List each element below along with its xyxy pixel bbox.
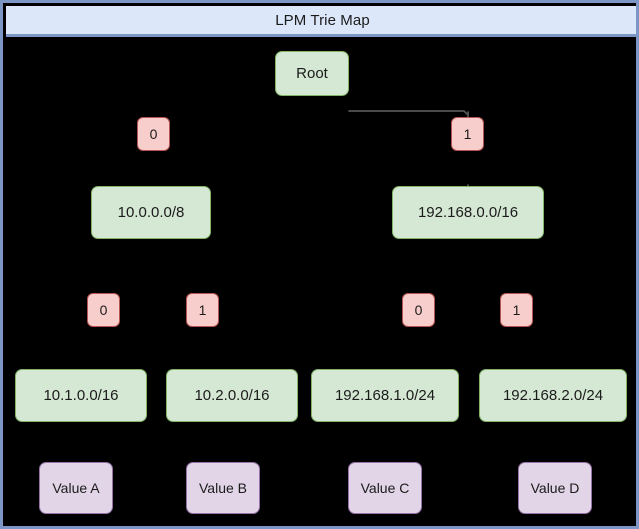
- bit-label-0-a[interactable]: 0: [87, 293, 120, 327]
- bit-label-1-b-text: 1: [198, 302, 207, 318]
- node-prefix-192-168-2-0-24[interactable]: 192.168.2.0/24: [479, 369, 627, 422]
- node-value-b-label: Value B: [199, 480, 247, 496]
- node-prefix-10-1-0-0-16-label: 10.1.0.0/16: [43, 387, 119, 404]
- node-value-d-label: Value D: [530, 480, 580, 496]
- bit-label-1-d-text: 1: [512, 302, 521, 318]
- bit-label-1-d[interactable]: 1: [500, 293, 533, 327]
- bit-label-0-left-text: 0: [149, 126, 158, 142]
- bit-label-1-b[interactable]: 1: [186, 293, 219, 327]
- diagram-canvas: Root 0 1 10.0.0.0/8 192.168.0.0/16 0 1 0…: [6, 40, 636, 526]
- diagram-edges: [348, 110, 474, 220]
- node-prefix-192-168-2-0-24-label: 192.168.2.0/24: [502, 387, 604, 404]
- node-prefix-192-168-0-0-16-label: 192.168.0.0/16: [417, 204, 519, 221]
- page-title: LPM Trie Map: [275, 11, 370, 29]
- node-prefix-10-2-0-0-16-label: 10.2.0.0/16: [194, 387, 270, 404]
- bit-label-0-a-text: 0: [99, 302, 108, 318]
- node-prefix-192-168-1-0-24[interactable]: 192.168.1.0/24: [311, 369, 459, 422]
- bit-label-0-c-text: 0: [414, 302, 423, 318]
- window-title-bar: LPM Trie Map: [6, 6, 636, 37]
- node-prefix-10-2-0-0-16[interactable]: 10.2.0.0/16: [166, 369, 298, 422]
- node-value-c[interactable]: Value C: [348, 462, 422, 514]
- node-prefix-10-1-0-0-16[interactable]: 10.1.0.0/16: [15, 369, 147, 422]
- node-value-d[interactable]: Value D: [518, 462, 592, 514]
- node-value-b[interactable]: Value B: [186, 462, 260, 514]
- bit-label-0-c[interactable]: 0: [402, 293, 435, 327]
- node-root-label: Root: [296, 65, 328, 82]
- node-value-a-label: Value A: [52, 480, 100, 496]
- node-root[interactable]: Root: [275, 51, 349, 96]
- bit-label-1-right[interactable]: 1: [451, 117, 484, 151]
- bit-label-0-left[interactable]: 0: [137, 117, 170, 151]
- node-prefix-192-168-1-0-24-label: 192.168.1.0/24: [334, 387, 436, 404]
- bit-label-1-right-text: 1: [463, 126, 472, 142]
- node-prefix-10-0-0-0-8[interactable]: 10.0.0.0/8: [91, 186, 211, 239]
- node-prefix-192-168-0-0-16[interactable]: 192.168.0.0/16: [392, 186, 544, 239]
- node-prefix-10-0-0-0-8-label: 10.0.0.0/8: [117, 204, 185, 221]
- node-value-a[interactable]: Value A: [39, 462, 113, 514]
- node-value-c-label: Value C: [360, 480, 410, 496]
